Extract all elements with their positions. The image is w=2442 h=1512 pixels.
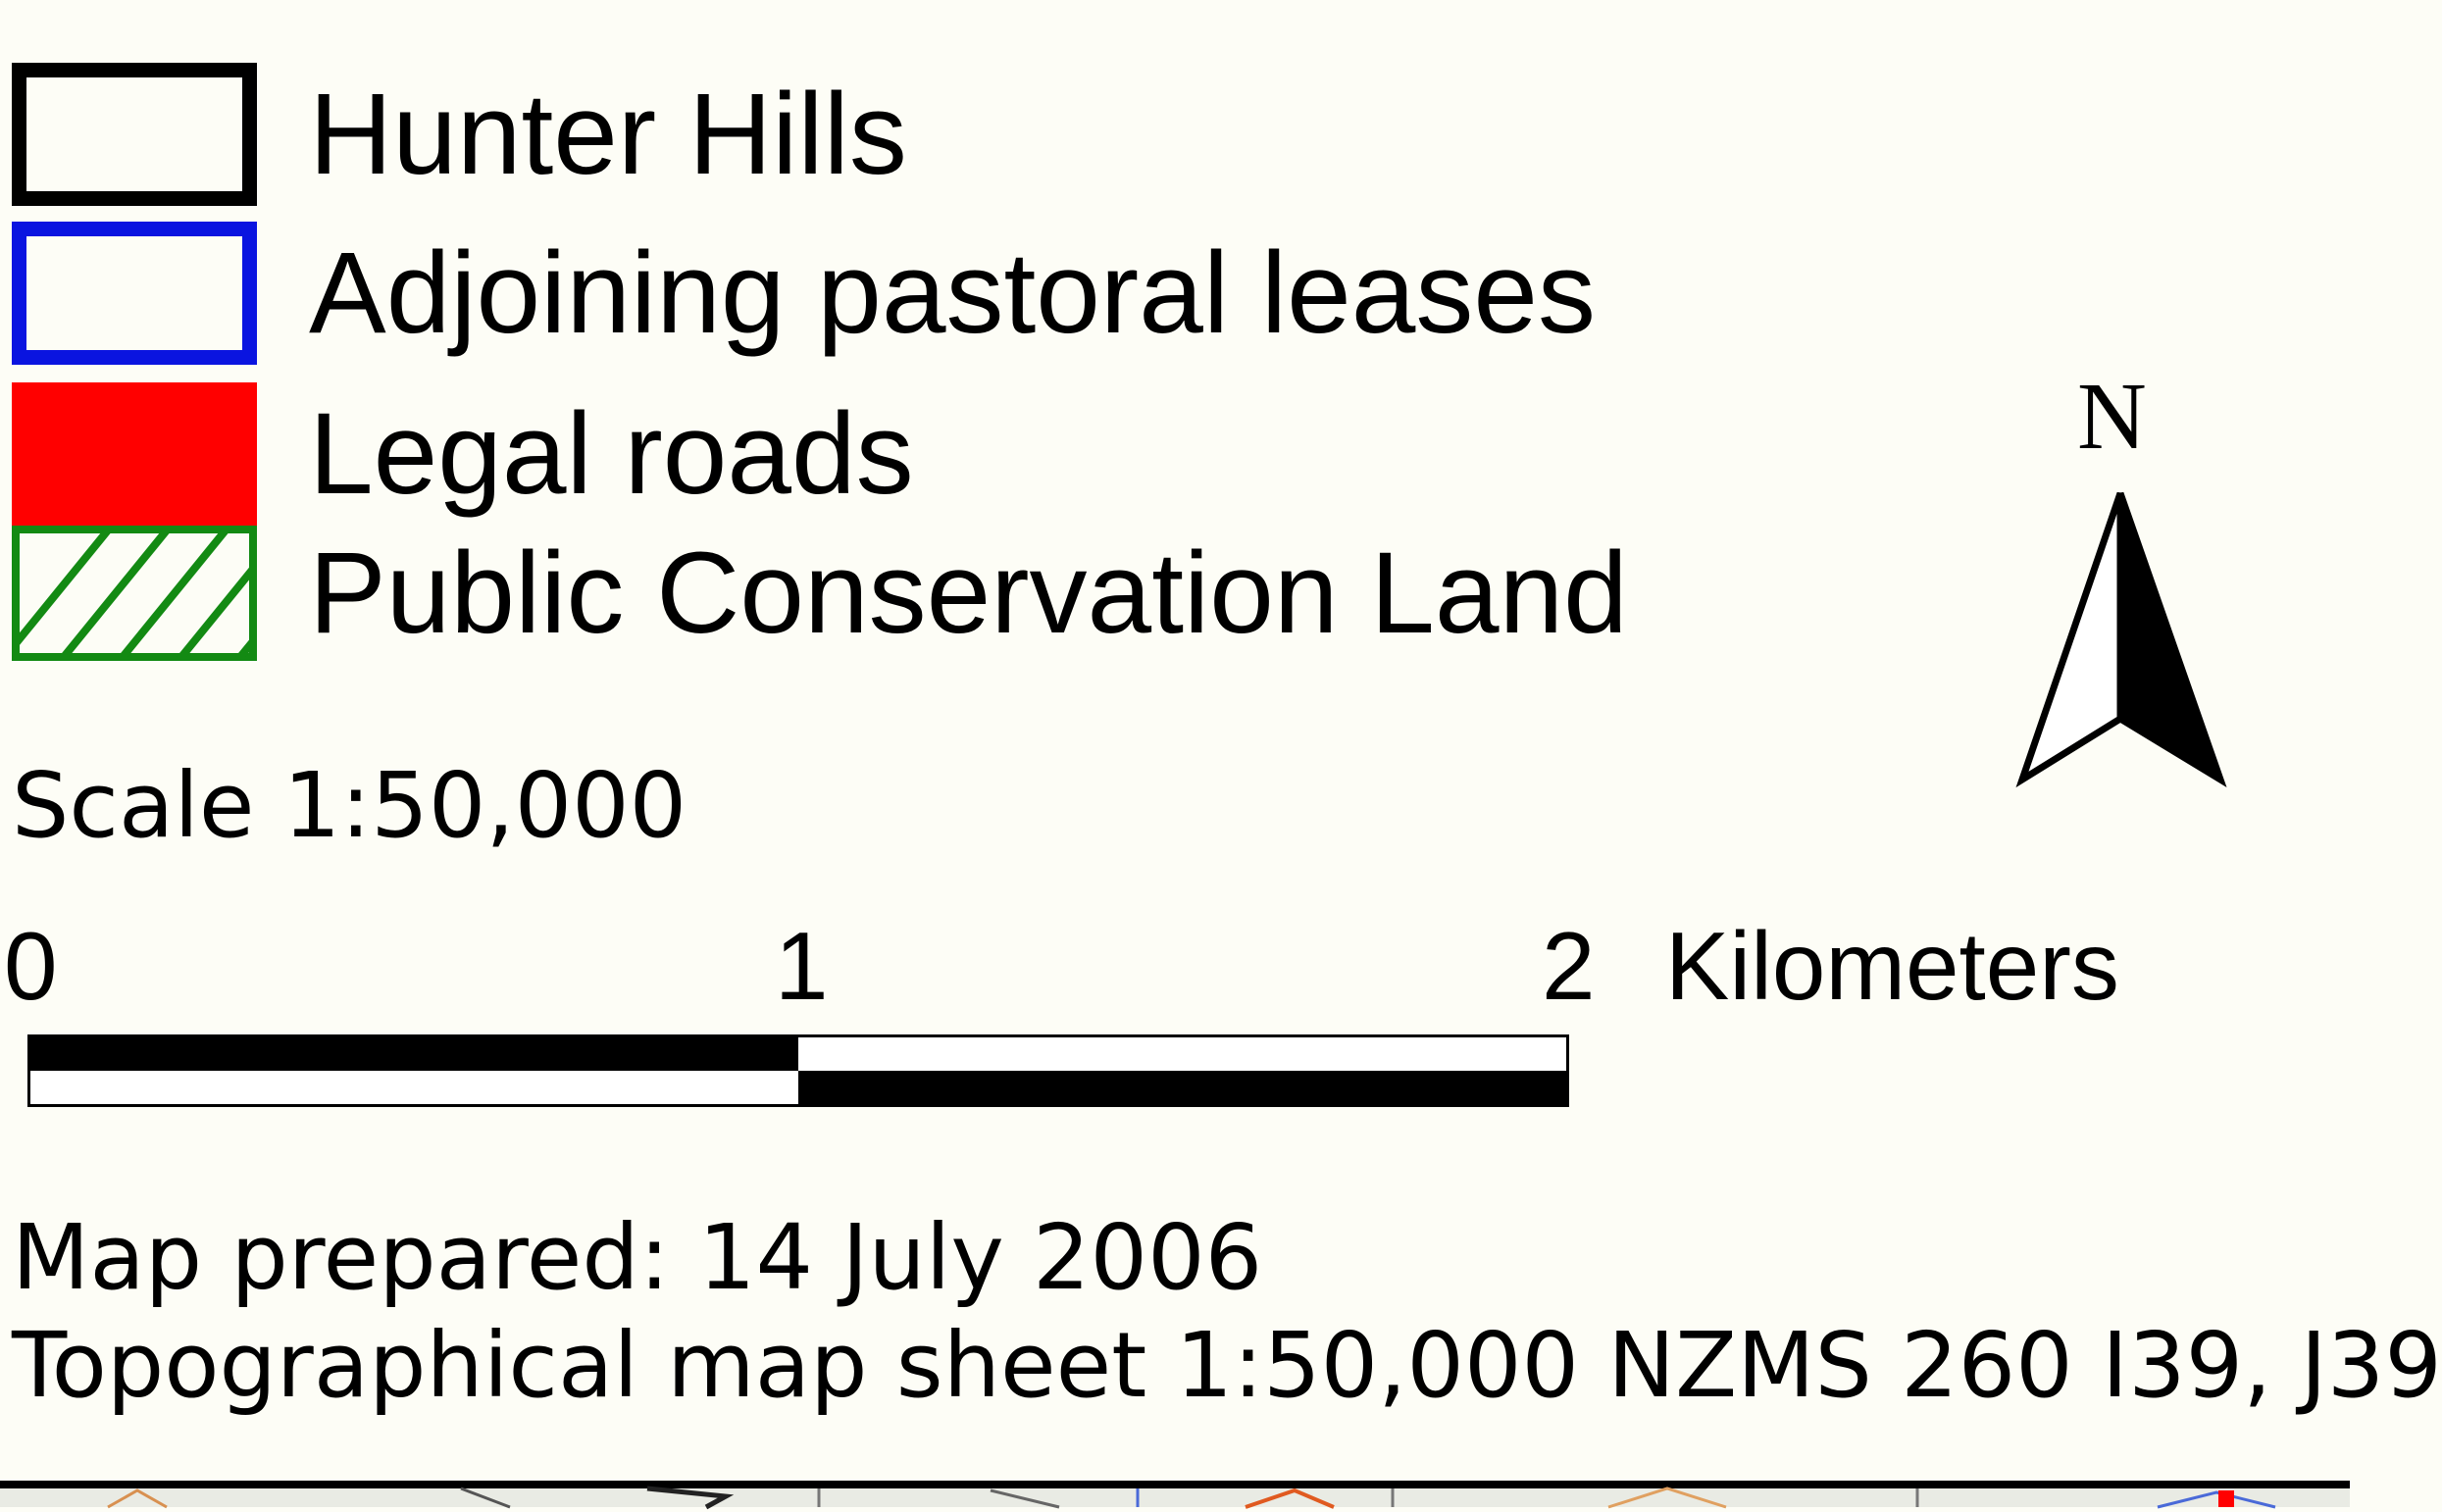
map-view-edge	[0, 1481, 2350, 1510]
scale-ratio-text: Scale 1:50,000	[12, 753, 687, 858]
scalebar	[27, 1034, 1569, 1107]
north-arrow-icon	[2015, 491, 2227, 788]
map-fragment	[107, 1486, 2276, 1510]
scalebar-label-1: 1	[775, 912, 829, 1020]
scalebar-unit: Kilometers	[1665, 912, 2119, 1020]
map-prepared-date: Map prepared: 14 July 2006	[12, 1205, 1263, 1310]
legal-roads-swatch	[12, 382, 257, 526]
hunter-hills-swatch	[12, 63, 257, 206]
scalebar-label-0: 0	[4, 912, 58, 1020]
north-letter: N	[2077, 364, 2147, 470]
legend-label: Legal roads	[309, 389, 914, 519]
conservation-land-swatch	[12, 526, 257, 661]
pastoral-leases-swatch	[12, 222, 257, 365]
topographical-sheet-reference: Topographical map sheet 1:50,000 NZMS 26…	[12, 1313, 2442, 1418]
scalebar-segment	[798, 1037, 1566, 1071]
scalebar-segment	[30, 1037, 798, 1071]
scalebar-segment	[30, 1071, 798, 1104]
legend-label: Public Conservation Land	[309, 529, 1628, 658]
scalebar-segment	[798, 1071, 1566, 1104]
legend-label: Hunter Hills	[309, 70, 907, 199]
legend-label: Adjoining pastoral leases	[309, 228, 1596, 358]
scalebar-label-2: 2	[1542, 912, 1596, 1020]
